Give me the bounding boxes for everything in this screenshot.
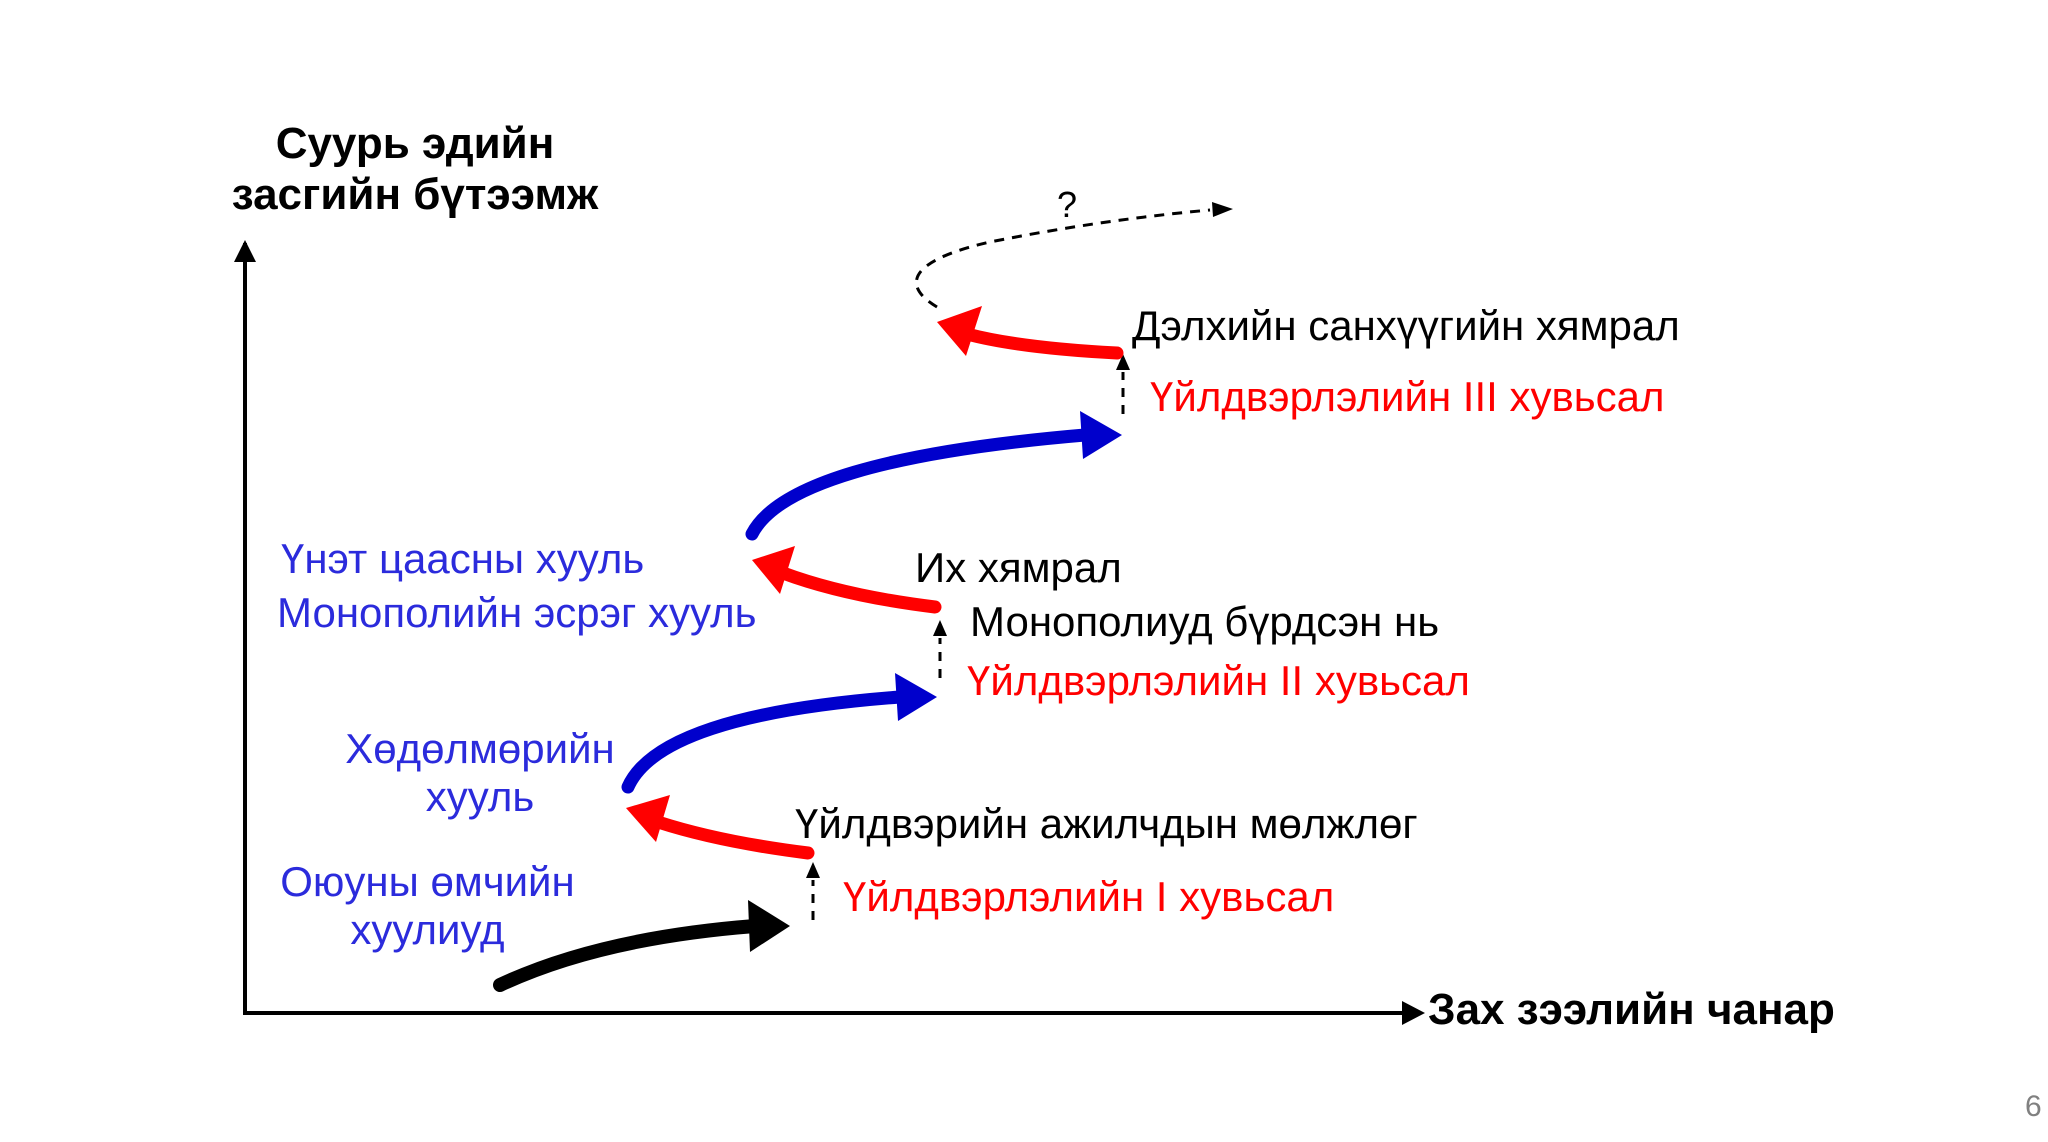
y-axis-title: Суурь эдийн засгийн бүтээмж xyxy=(200,119,630,220)
red-arrow-2-head xyxy=(752,546,795,594)
label-industrial-revolution-3: Үйлдвэрлэлийн III хувьсал xyxy=(1150,373,1665,420)
label-ip-laws-line-1: Оюуны өмчийн xyxy=(280,858,575,905)
label-ip-laws: Оюуны өмчийн хуулиуд xyxy=(255,858,600,955)
black-arrow-1-head xyxy=(748,900,790,952)
page-number: 6 xyxy=(2025,1090,2042,1123)
y-axis-arrowhead xyxy=(234,240,256,262)
dashed-connector-3-head xyxy=(1116,354,1130,370)
x-axis-arrowhead xyxy=(1402,1001,1425,1025)
label-worker-exploitation: Үйлдвэрийн ажилчдын мөлжлөг xyxy=(795,800,1418,847)
dashed-connector-2-head xyxy=(933,620,947,636)
black-arrow-1 xyxy=(493,919,762,992)
y-axis-title-line-1: Суурь эдийн xyxy=(275,119,555,168)
x-axis-title: Зах зээлийн чанар xyxy=(1428,985,1835,1034)
label-ip-laws-line-2: хуулиуд xyxy=(350,906,505,954)
label-labor-law: Хөдөлмөрийн хууль xyxy=(320,725,640,822)
label-antimonopoly-law: Монополийн эсрэг хууль xyxy=(277,589,757,636)
y-axis-title-line-2: засгийн бүтээмж xyxy=(231,169,599,219)
blue-arrow-1 xyxy=(621,690,907,794)
blue-arrow-2-head xyxy=(1080,411,1122,459)
label-industrial-revolution-2: Үйлдвэрлэлийн II хувьсал xyxy=(967,657,1470,704)
label-securities-law: Үнэт цаасны хууль xyxy=(281,535,645,582)
red-arrow-2 xyxy=(776,566,942,614)
question-mark: ? xyxy=(1057,184,1078,225)
label-great-depression: Их хямрал xyxy=(915,544,1122,591)
label-monopolies-formed: Монополиуд бүрдсэн нь xyxy=(970,598,1440,645)
dashed-future-curve-head xyxy=(1212,202,1233,217)
red-arrow-3-head xyxy=(937,306,982,356)
label-labor-law-line-2: хууль xyxy=(425,773,535,821)
blue-arrow-1-head xyxy=(895,673,937,721)
label-global-financial-crisis: Дэлхийн санхүүгийн хямрал xyxy=(1132,302,1680,349)
red-arrow-3 xyxy=(960,327,1124,360)
label-industrial-revolution-1: Үйлдвэрлэлийн I хувьсал xyxy=(843,873,1335,920)
dashed-connector-1-head xyxy=(806,862,820,878)
blue-arrow-2 xyxy=(745,428,1092,541)
red-arrow-1 xyxy=(651,815,815,860)
label-labor-law-line-1: Хөдөлмөрийн xyxy=(345,725,615,772)
red-arrow-1-head xyxy=(626,795,670,842)
